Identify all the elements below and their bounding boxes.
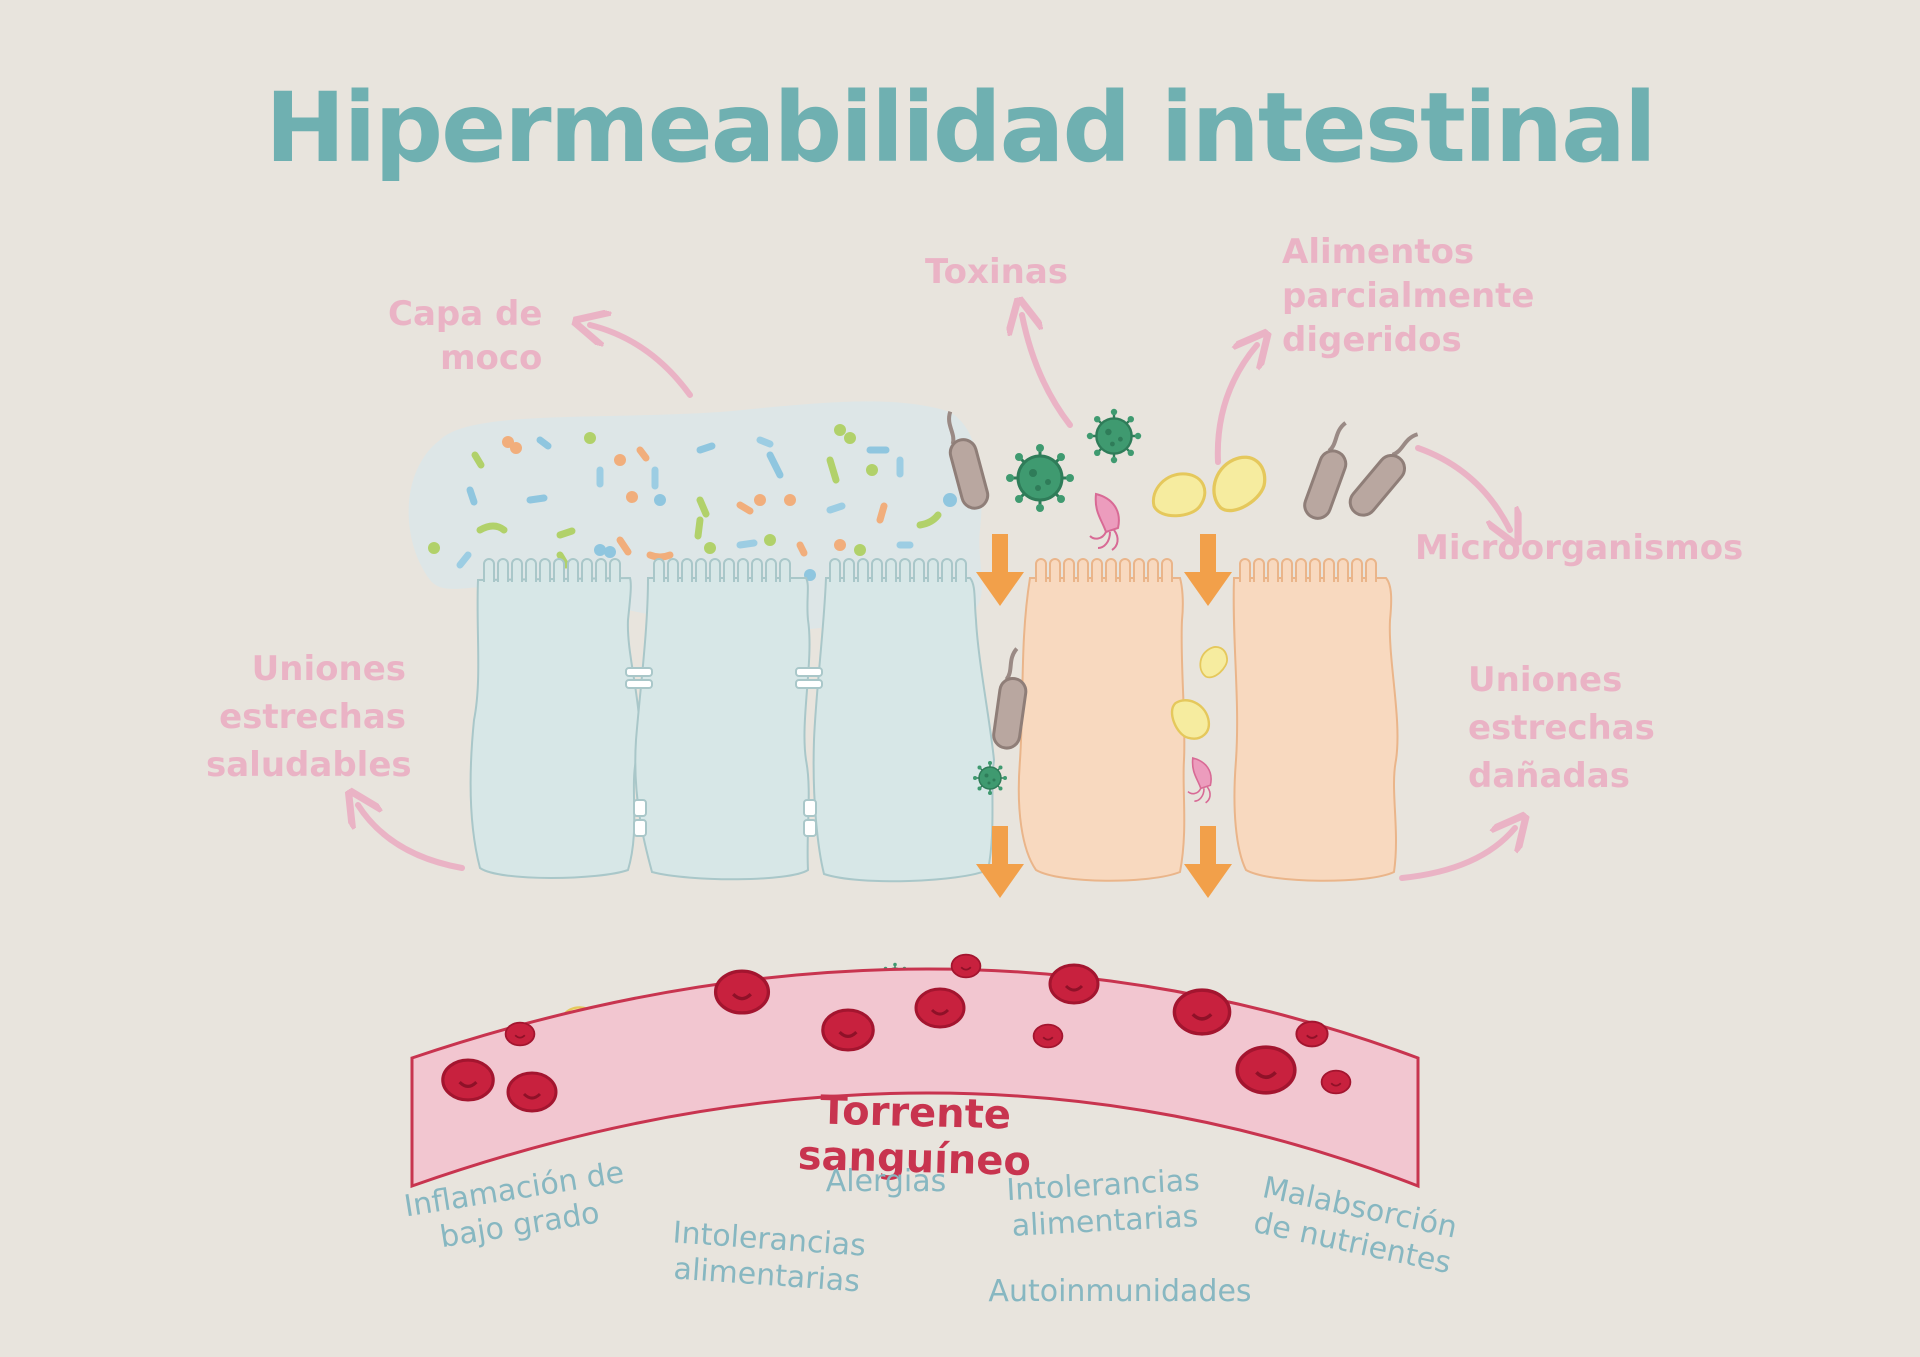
healthy-epithelial-cells: [469, 576, 996, 883]
damaged-microvilli: [1035, 558, 1377, 582]
effect-food-intolerances-right: Intolerancias alimentarias: [1005, 1162, 1201, 1244]
damaged-epithelial-cells: [1017, 577, 1399, 882]
effect-autoimmunities: Autoinmunidades: [988, 1274, 1252, 1309]
healthy-microvilli: [483, 558, 967, 582]
label-toxins: Toxinas: [925, 252, 1069, 292]
pointer-arrows: [358, 315, 1515, 881]
label-damaged-tight-junctions: Uniones estrechas dañadas: [1468, 660, 1655, 796]
label-microorganisms: Microorganismos: [1415, 528, 1744, 568]
mucus-bacteria: [456, 436, 942, 569]
label-partially-digested-foods: Alimentos parcialmente digeridos: [1282, 232, 1535, 360]
mucus-cocci: [428, 424, 957, 581]
label-healthy-tight-junctions: Uniones estrechas saludables: [206, 649, 412, 785]
page-title: Hipermeabilidad intestinal: [265, 72, 1657, 184]
effect-food-intolerances-left: Intolerancias alimentarias: [671, 1215, 867, 1300]
effect-allergies: Alergias: [825, 1164, 947, 1199]
label-mucus-layer: Capa de moco: [388, 294, 543, 378]
tight-junctions: [625, 667, 823, 837]
